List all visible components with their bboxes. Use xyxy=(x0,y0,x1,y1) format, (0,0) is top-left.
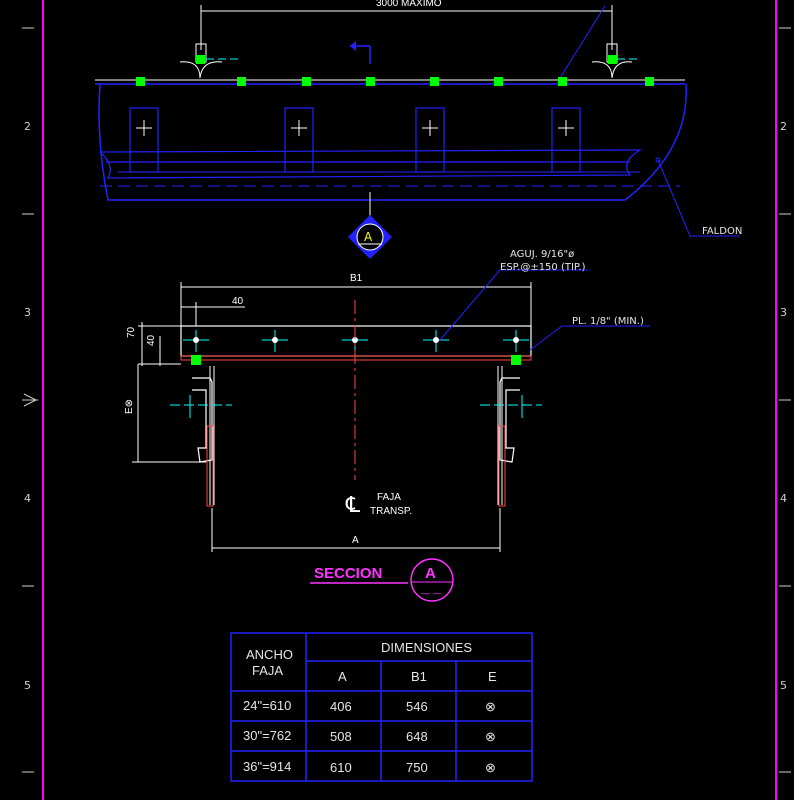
plate-edge-dimension: 40 xyxy=(146,334,157,346)
zone-left-2: 2 xyxy=(24,120,31,133)
spacing-dimension: 3000 MAXIMO xyxy=(376,0,442,9)
table-header-dimensiones: DIMENSIONES xyxy=(381,640,472,655)
e-dimension: E⊗ xyxy=(124,399,135,414)
table-cell-ancho: 36"=914 xyxy=(243,759,291,774)
table-cell-ancho: 30"=762 xyxy=(243,728,291,743)
centerline-symbol: ℄ xyxy=(345,493,361,518)
table-cell-ancho: 24"=610 xyxy=(243,698,291,713)
b1-dimension: B1 xyxy=(350,273,363,284)
table-subheader-e: E xyxy=(488,669,497,684)
hole-row xyxy=(183,330,529,352)
edge-offset-dimension: 40 xyxy=(232,296,244,307)
a-dimension: A xyxy=(352,535,359,546)
dimensions-table: ANCHO FAJA DIMENSIONES A B1 E 24"=610 40… xyxy=(230,632,533,782)
hole-note-line1: AGUJ. 9/16"ø xyxy=(510,249,574,260)
table-cell-a: 406 xyxy=(330,699,352,714)
table-cell-b1: 648 xyxy=(406,729,428,744)
zone-left-5: 5 xyxy=(24,679,31,692)
belt-label-line1: FAJA xyxy=(377,492,401,503)
zone-right-4: 4 xyxy=(780,492,787,505)
table-cell-a: 508 xyxy=(330,729,352,744)
belt-label-line2: TRANSP. xyxy=(370,506,412,517)
section-title-sub: — — xyxy=(421,588,442,598)
table-header-faja: FAJA xyxy=(252,663,283,678)
plate-note: PL. 1/8" (MIN.) xyxy=(572,316,644,327)
table-subheader-a: A xyxy=(338,669,347,684)
zone-left-4: 4 xyxy=(24,492,31,505)
zone-right-3: 3 xyxy=(780,306,787,319)
height-dimension: 70 xyxy=(126,326,137,338)
zone-left-3: 3 xyxy=(24,306,31,319)
table-cell-b1: 546 xyxy=(406,699,428,714)
zone-right-2: 2 xyxy=(780,120,787,133)
zone-right-5: 5 xyxy=(780,679,787,692)
table-subheader-b1: B1 xyxy=(411,669,427,684)
section-view: B1 40 70 40 xyxy=(124,249,650,552)
section-cut-symbol: A xyxy=(364,230,373,244)
table-header-ancho: ANCHO xyxy=(246,647,293,662)
hole-note-line2: ESP.@±150 (TIP.) xyxy=(500,262,586,273)
section-title: SECCION A — — xyxy=(310,558,454,602)
section-title-text: SECCION xyxy=(314,565,382,582)
bolt-row xyxy=(136,55,654,86)
table-cell-e: ⊗ xyxy=(485,729,496,744)
table-cell-e: ⊗ xyxy=(485,699,496,714)
section-title-symbol: A xyxy=(425,565,436,582)
top-view: 3000 MAXIMO xyxy=(95,0,742,259)
table-cell-b1: 750 xyxy=(406,760,428,775)
table-cell-e: ⊗ xyxy=(485,760,496,775)
skirt-label: FALDON xyxy=(702,226,742,237)
table-cell-a: 610 xyxy=(330,760,352,775)
